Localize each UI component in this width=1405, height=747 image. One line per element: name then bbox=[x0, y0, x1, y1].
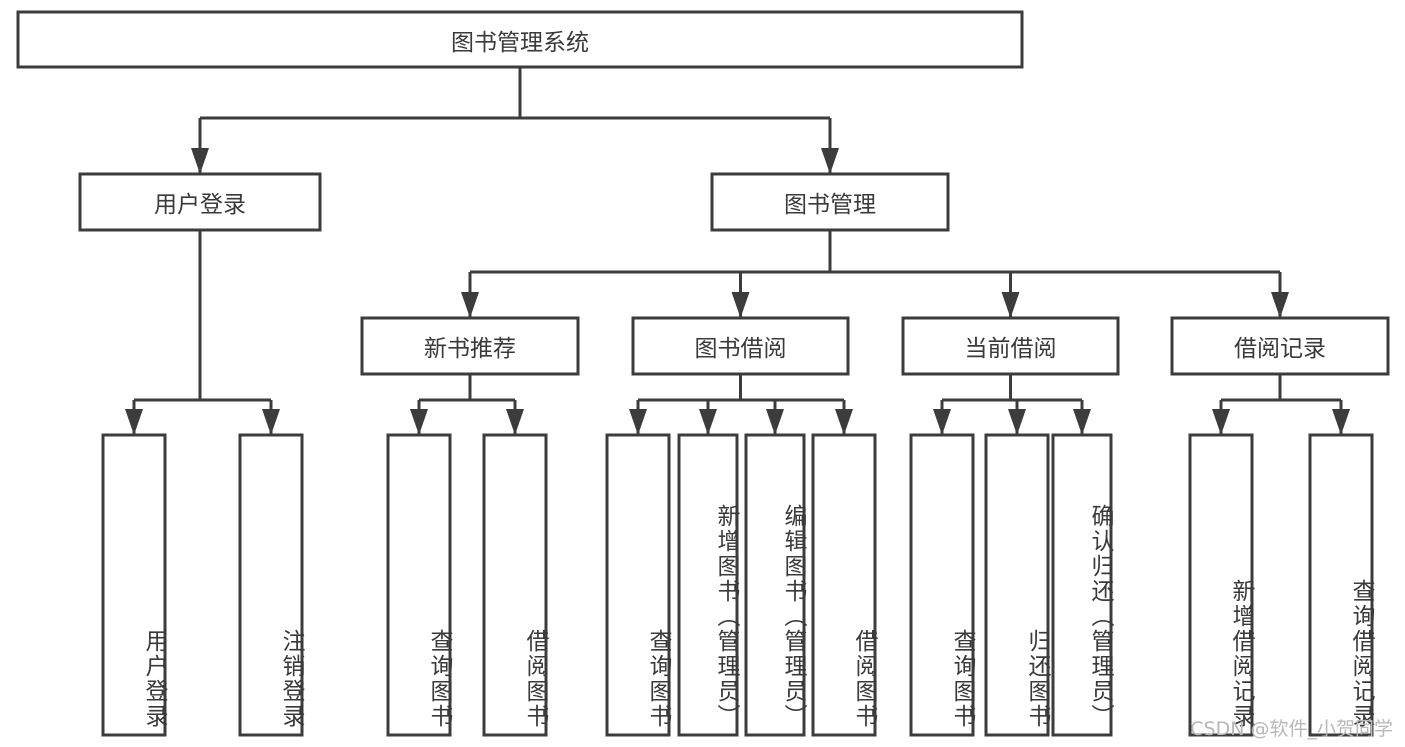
node-box-leaf-borrow-book-rec[interactable] bbox=[482, 433, 548, 737]
arrow-head-icon bbox=[1271, 292, 1289, 318]
arrow-head-icon bbox=[1073, 409, 1091, 435]
node-box-book-manage[interactable] bbox=[710, 172, 950, 232]
node-box-user-login[interactable] bbox=[78, 172, 322, 232]
node-box-root[interactable] bbox=[16, 10, 1024, 69]
edge-layer bbox=[125, 67, 1350, 435]
node-box-book-borrow[interactable] bbox=[631, 316, 850, 376]
node-box-leaf-borrow-book[interactable] bbox=[811, 433, 877, 737]
node-box-leaf-add-record[interactable] bbox=[1188, 433, 1254, 737]
arrow-head-icon bbox=[125, 409, 143, 435]
arrow-head-icon bbox=[699, 409, 717, 435]
arrow-head-icon bbox=[629, 409, 647, 435]
node-box-borrow-record[interactable] bbox=[1170, 316, 1390, 376]
arrow-head-icon bbox=[821, 148, 839, 174]
arrow-head-icon bbox=[191, 148, 209, 174]
node-layer bbox=[16, 10, 1390, 737]
node-box-leaf-add-book[interactable] bbox=[677, 433, 739, 737]
node-box-leaf-edit-book[interactable] bbox=[744, 433, 806, 737]
node-box-leaf-confirm-return[interactable] bbox=[1051, 433, 1113, 737]
arrow-head-icon bbox=[410, 409, 428, 435]
arrow-head-icon bbox=[262, 409, 280, 435]
arrow-head-icon bbox=[766, 409, 784, 435]
node-box-leaf-query-book-cur[interactable] bbox=[909, 433, 975, 737]
arrow-head-icon bbox=[506, 409, 524, 435]
arrow-head-icon bbox=[933, 409, 951, 435]
node-box-new-book-rec[interactable] bbox=[360, 316, 580, 376]
node-box-current-borrow[interactable] bbox=[901, 316, 1120, 376]
node-box-leaf-return-book[interactable] bbox=[984, 433, 1050, 737]
arrow-head-icon bbox=[1332, 409, 1350, 435]
arrow-head-icon bbox=[835, 409, 853, 435]
node-box-leaf-query-record[interactable] bbox=[1308, 433, 1374, 737]
node-box-leaf-query-book-rec[interactable] bbox=[386, 433, 452, 737]
arrow-head-icon bbox=[1008, 409, 1026, 435]
node-box-leaf-logout[interactable] bbox=[238, 433, 304, 737]
arrow-head-icon bbox=[461, 292, 479, 318]
arrow-head-icon bbox=[1001, 292, 1020, 318]
arrow-head-icon bbox=[1212, 409, 1230, 435]
node-box-leaf-query-book-borrow[interactable] bbox=[605, 433, 671, 737]
node-box-leaf-user-login[interactable] bbox=[101, 433, 167, 737]
arrow-head-icon bbox=[731, 292, 750, 318]
